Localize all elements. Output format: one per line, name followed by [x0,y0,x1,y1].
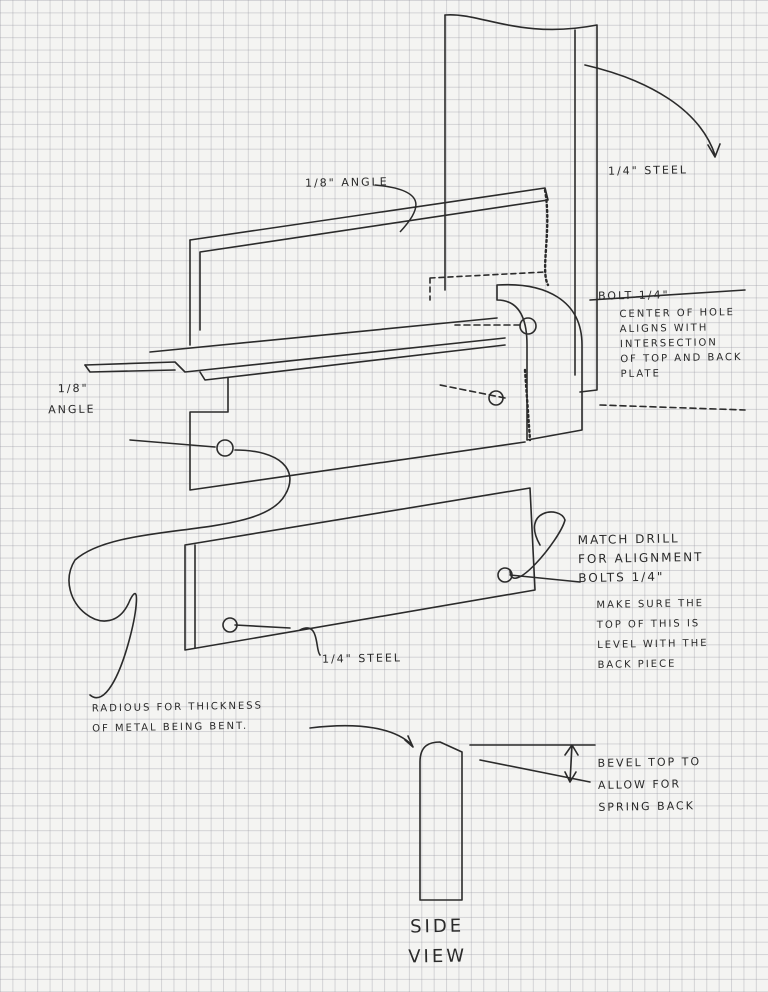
note-line: ANGLE [48,402,96,417]
note-line: BACK PIECE [597,658,677,671]
note-line: SPRING BACK [598,799,696,814]
radius-leader [309,724,414,748]
label-match-drill: MATCH DRILL FOR ALIGNMENT BOLTS 1/4" [578,529,704,588]
note-line: SIDE [409,915,465,938]
note-line: 1/8" [57,381,89,396]
leader-arrow-steel [584,64,721,158]
top-angle [189,187,550,346]
note-line: CENTER OF HOLE [619,307,735,321]
lower-plate [184,487,581,656]
note-line: OF TOP AND BACK [620,351,743,366]
label-side-view: SIDE VIEW [407,911,467,972]
label-make-sure: MAKE SURE THE TOP OF THIS IS LEVEL WITH … [596,594,709,676]
note-line: MATCH DRILL [577,531,680,548]
label-radius-note: RADIOUS FOR THICKNESS OF METAL BEING BEN… [92,697,264,740]
lower-angle [84,317,526,491]
note-line: PLATE [620,368,661,381]
label-lower-steel: 1/4" STEEL [321,651,403,666]
label-left-angle: 1/8" ANGLE [48,378,96,421]
note-line: MAKE SURE THE [596,598,705,611]
leader-line [68,439,291,699]
note-line: VIEW [408,945,468,968]
back-plate [444,14,598,393]
note-line: FOR ALIGNMENT [577,549,704,567]
note-line: LEVEL WITH THE [597,638,709,651]
note-line: BOLTS 1/4" [578,569,665,586]
label-bevel-note: BEVEL TOP TO ALLOW FOR SPRING BACK [597,751,702,819]
side-view-part [419,741,596,901]
note-line: TOP OF THIS IS [596,618,701,631]
curved-bracket [439,283,746,442]
label-bolt: BOLT 1/4" [597,288,670,303]
label-center-note: CENTER OF HOLE ALIGNS WITH INTERSECTION … [619,305,743,382]
note-line: ALLOW FOR [597,777,682,792]
note-line: OF METAL BEING BENT. [92,720,249,735]
label-back-steel: 1/4" STEEL [607,163,689,178]
leader-top-angle [374,184,417,233]
note-line: BEVEL TOP TO [597,755,702,770]
bolt-hole-angle [216,439,234,457]
